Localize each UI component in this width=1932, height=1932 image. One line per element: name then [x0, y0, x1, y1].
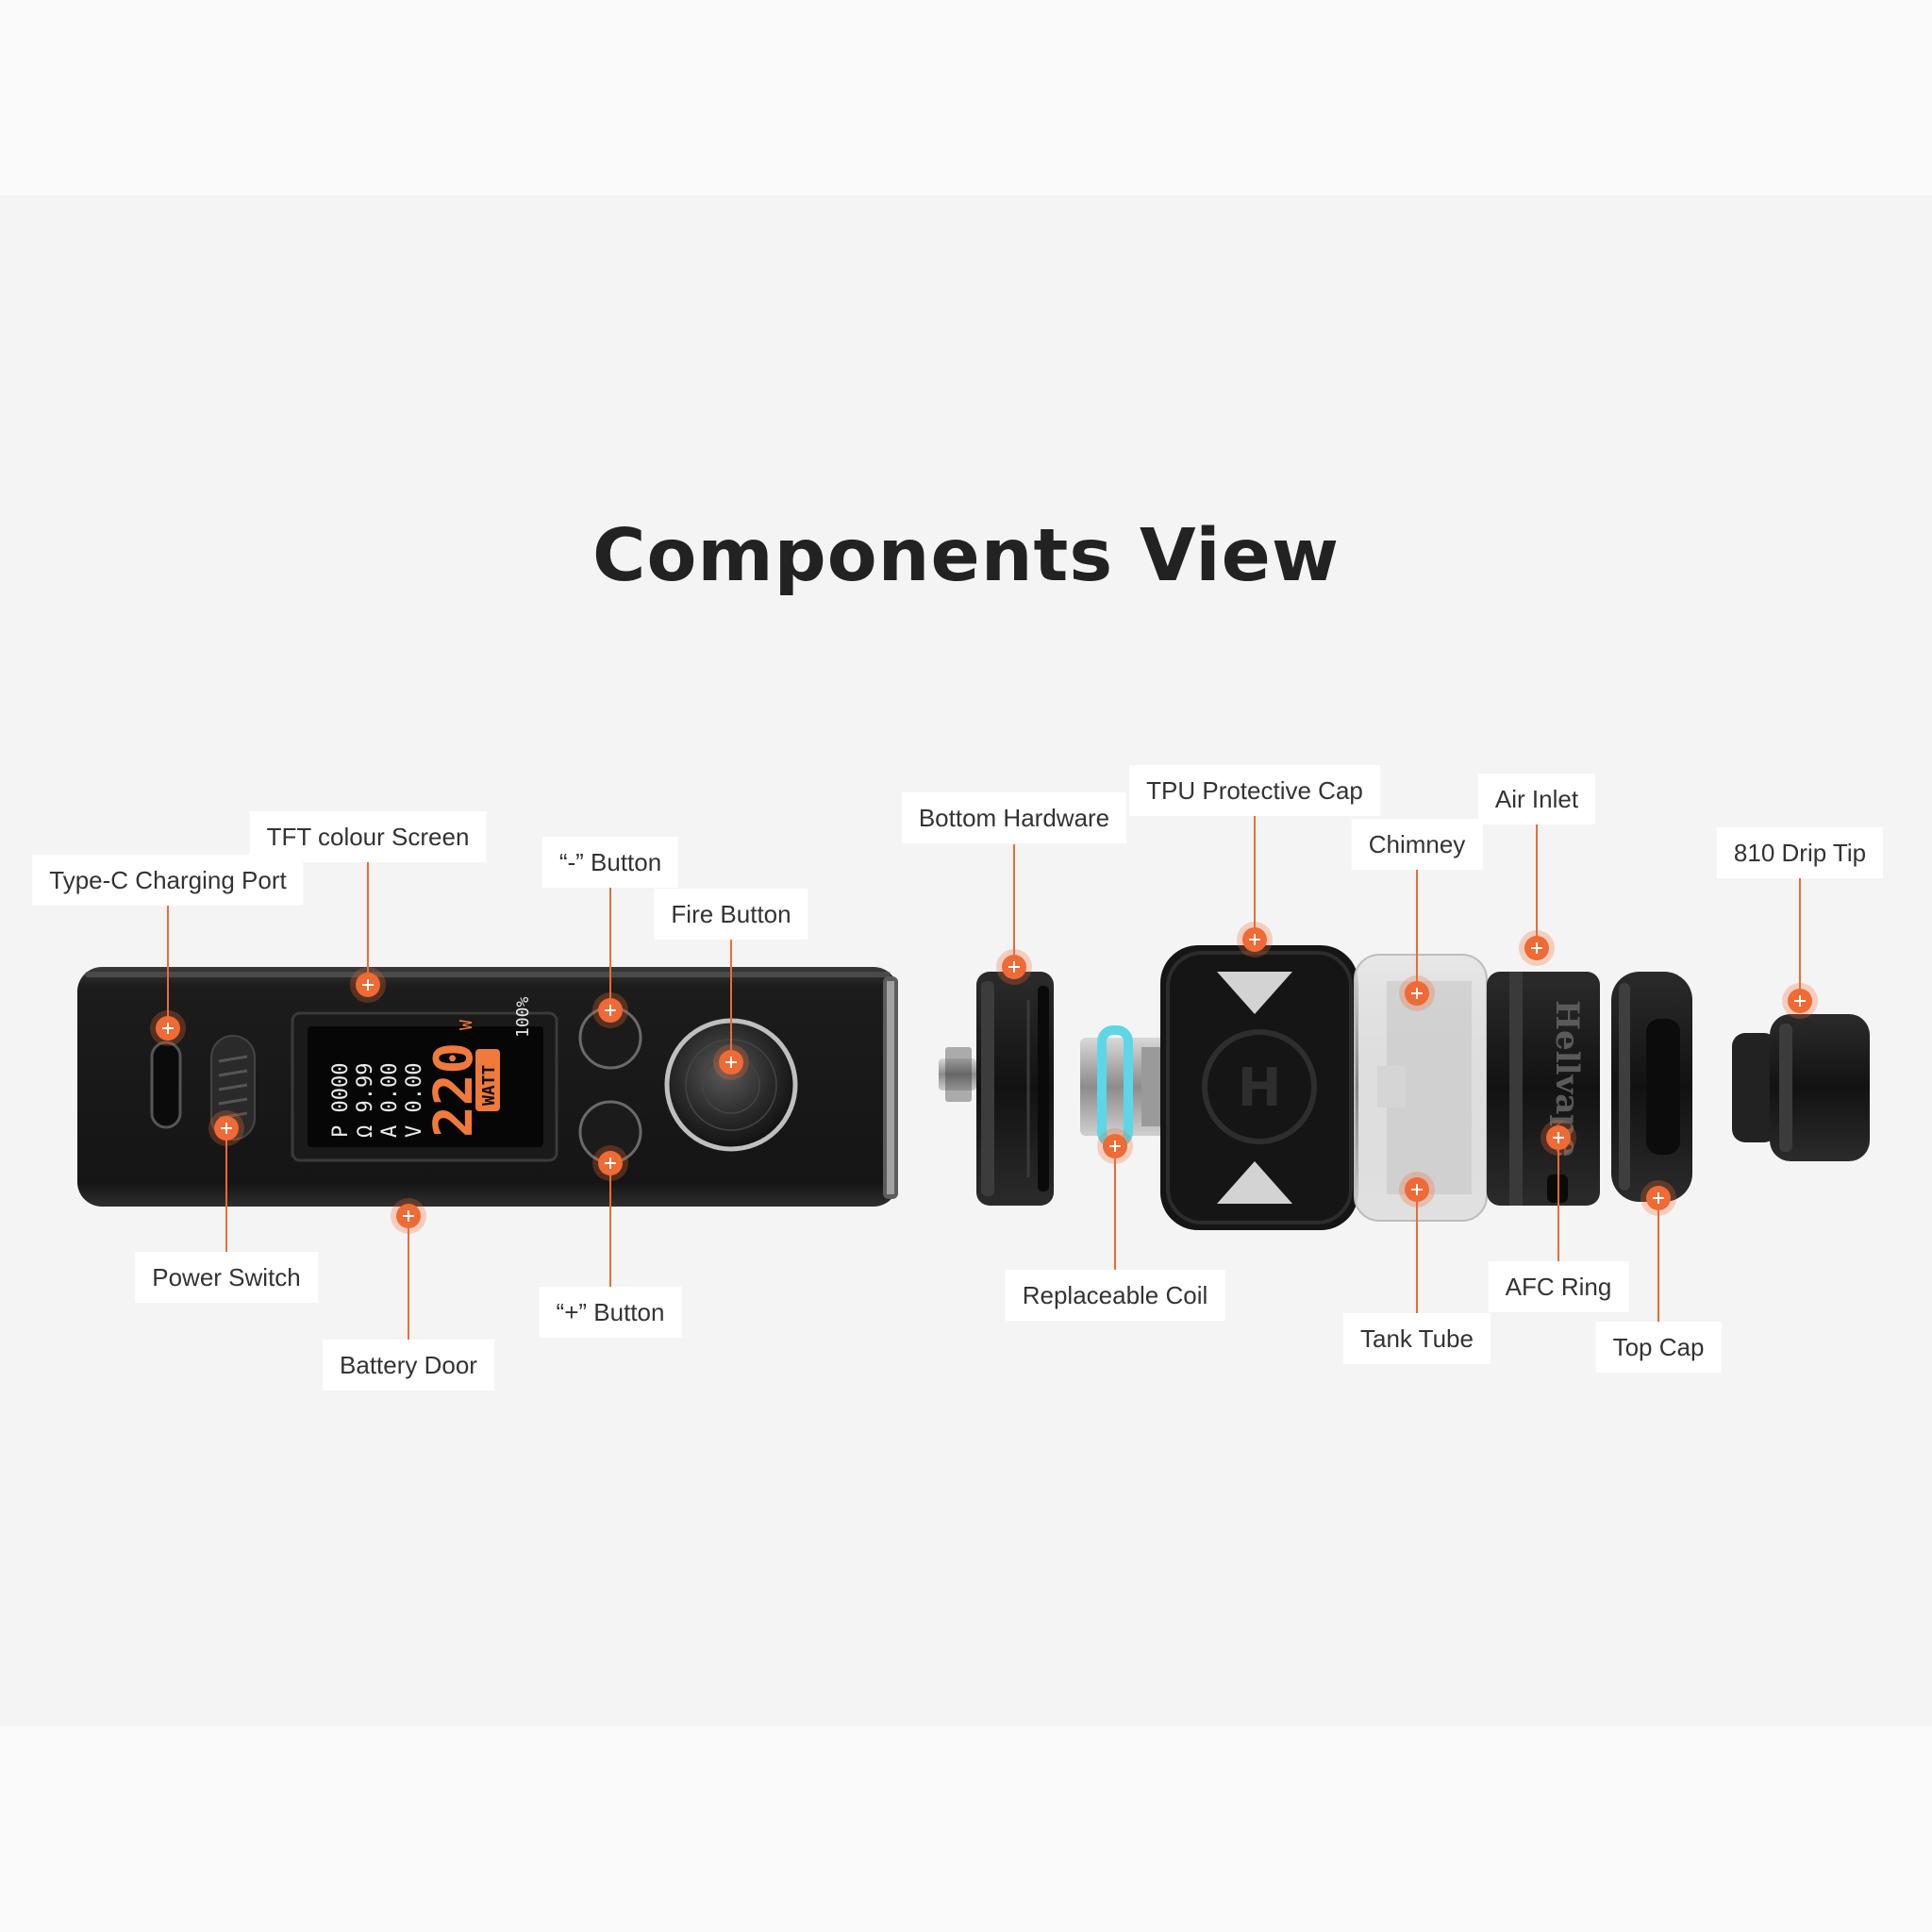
label-fire-button: Fire Button [654, 889, 808, 940]
tank-tube-hotspot[interactable] [1405, 1177, 1429, 1202]
label-air-inlet: Air Inlet [1477, 774, 1596, 824]
type-c-port-shape [150, 1041, 182, 1129]
drip-tip-shape [1732, 1014, 1870, 1161]
label-battery-door: Battery Door [323, 1340, 494, 1391]
screen-power-value: 220 [424, 1042, 485, 1138]
label-replaceable-coil: Replaceable Coil [1005, 1270, 1225, 1321]
label-power-switch: Power Switch [135, 1252, 318, 1303]
content-background [0, 195, 1932, 1726]
svg-text:H: H [1238, 1058, 1282, 1119]
tft-screen-hotspot[interactable] [356, 973, 380, 997]
type-c-port-hotspot[interactable] [156, 1016, 180, 1041]
power-switch-hotspot[interactable] [214, 1116, 239, 1141]
screen-watt-badge: WATT [479, 1064, 499, 1106]
drip-tip-hotspot[interactable] [1788, 989, 1812, 1013]
air-inlet-hotspot[interactable] [1524, 936, 1549, 960]
label-minus-button: “-” Button [541, 837, 679, 888]
power-switch-shape [210, 1035, 256, 1141]
bottom-hardware-shape [976, 972, 1054, 1206]
fire-button-hotspot[interactable] [719, 1050, 743, 1074]
label-top-cap: Top Cap [1595, 1322, 1722, 1373]
label-tpu-cap: TPU Protective Cap [1129, 765, 1380, 816]
afc-ring-hotspot[interactable] [1546, 1125, 1571, 1150]
battery-door-hotspot[interactable] [396, 1204, 421, 1228]
screen-resistance: Ω 9.99 [354, 1063, 377, 1138]
top-cap-shape [1611, 972, 1692, 1202]
bottom-hardware-hotspot[interactable] [1002, 955, 1026, 979]
minus-button-hotspot[interactable] [598, 998, 623, 1023]
afc-section-shape: Hellvape [1487, 972, 1600, 1206]
screen-battery: 100% [513, 996, 533, 1038]
label-chimney: Chimney [1351, 819, 1483, 870]
screen-power-unit: W [457, 1020, 476, 1030]
page-title: Components View [592, 514, 1340, 598]
screen-puff: P 0000 [329, 1063, 353, 1138]
tank-tube-shape [1354, 954, 1488, 1222]
label-plus-button: “+” Button [539, 1287, 682, 1338]
plus-button-hotspot[interactable] [598, 1151, 623, 1175]
screen-voltage: V 0.00 [403, 1063, 426, 1138]
screen-readout: P 0000 Ω 9.99 A 0.00 V 0.00 220 W WATT 1… [329, 996, 533, 1138]
screen-current: A 0.00 [378, 1063, 402, 1138]
label-afc-ring: AFC Ring [1488, 1261, 1629, 1312]
label-type-c-port: Type-C Charging Port [32, 855, 304, 906]
label-tank-tube: Tank Tube [1343, 1313, 1491, 1364]
tpu-cap-hotspot[interactable] [1242, 927, 1267, 952]
replaceable-coil-hotspot[interactable] [1103, 1134, 1127, 1158]
callout-leader-lines [167, 816, 1801, 1343]
top-cap-hotspot[interactable] [1646, 1186, 1671, 1210]
pin-510-shape [939, 1058, 976, 1091]
label-tft-screen: TFT colour Screen [249, 811, 487, 862]
tpu-cap-shape: H [1160, 945, 1358, 1230]
screen-watt-badge-bg [475, 1049, 500, 1111]
label-drip-tip: 810 Drip Tip [1716, 827, 1884, 878]
chimney-hotspot[interactable] [1405, 981, 1429, 1006]
label-bottom-hardware: Bottom Hardware [901, 792, 1127, 843]
